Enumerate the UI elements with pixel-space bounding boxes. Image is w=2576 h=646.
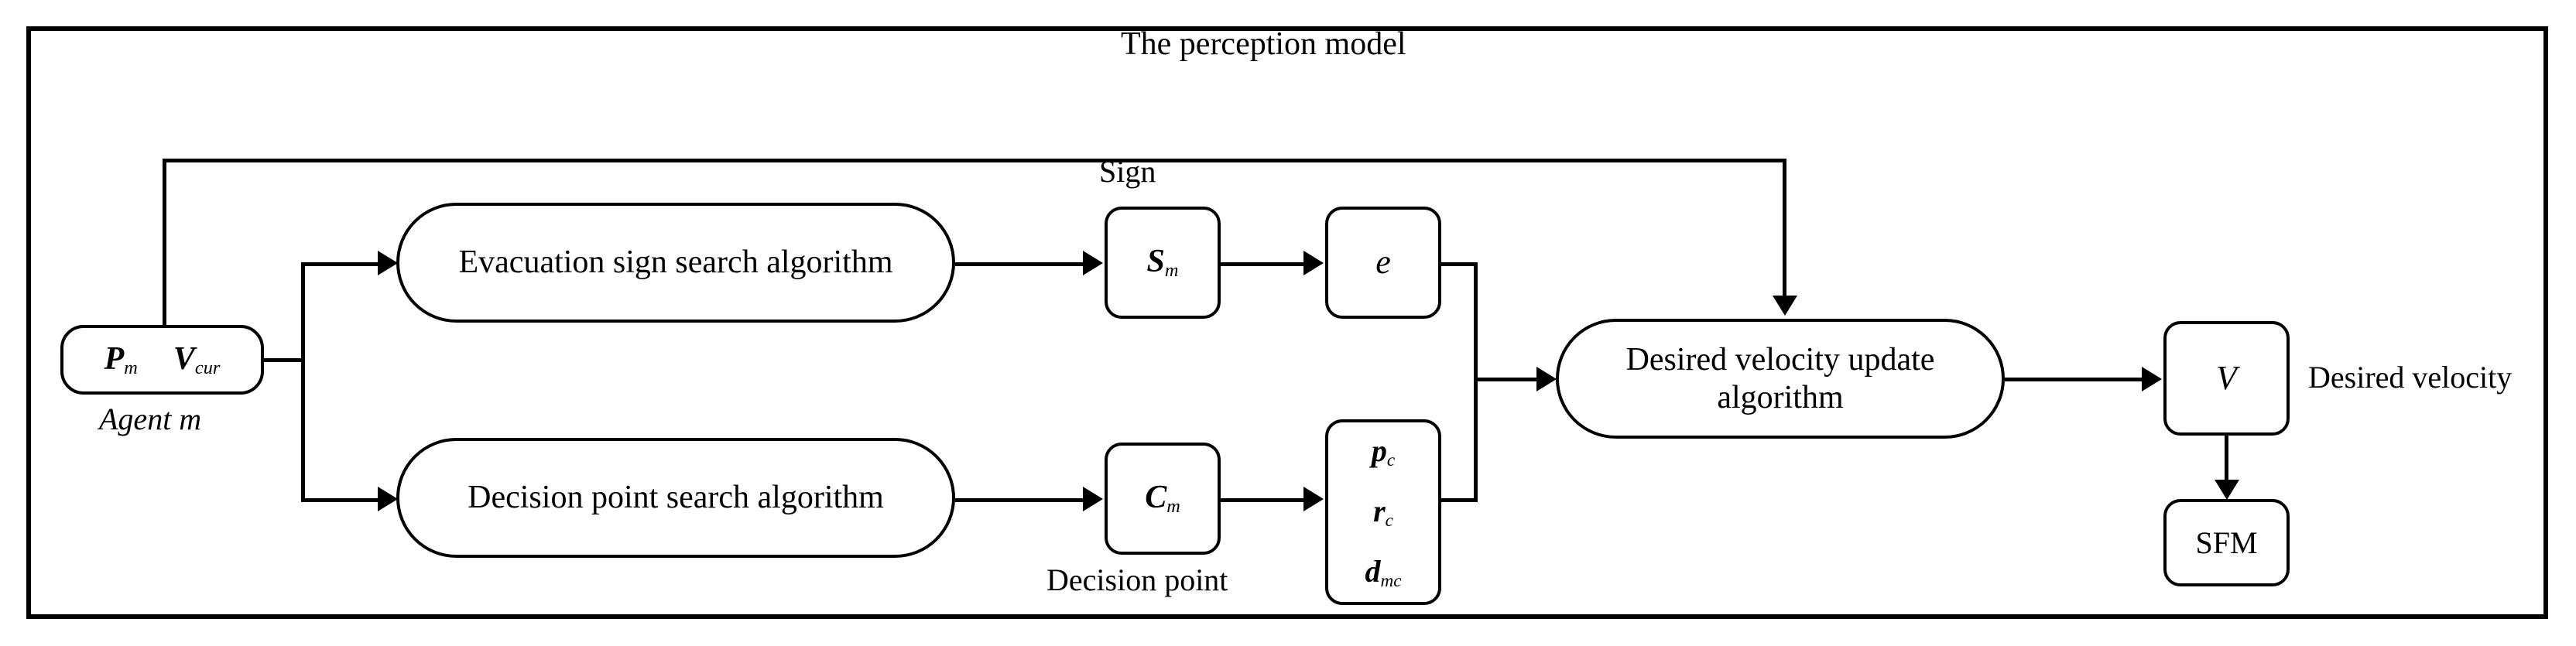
agent-branch-to-sign-search: [301, 262, 380, 266]
sign-caption: Sign: [1099, 154, 1156, 189]
desired-velocity-caption: Desired velocity: [2308, 360, 2513, 395]
agent-position-label: Pm: [104, 340, 138, 379]
decision-point-caption: Decision point: [1046, 562, 1228, 597]
feedback-vertical-right: [1783, 159, 1786, 298]
edge-decisionsearch-to-cm: [955, 498, 1085, 502]
agent-branch-stub: [264, 358, 303, 362]
desired-velocity-output-label: V: [2216, 358, 2237, 397]
sm-arrowhead-icon: [1083, 251, 1103, 275]
e-arrowhead-icon: [1303, 251, 1324, 275]
attr-position-label: pc: [1371, 433, 1396, 470]
merge-stub-from-e: [1441, 262, 1477, 266]
diagram-title: The perception model: [1121, 26, 1406, 62]
node-decision-point-search-algorithm[interactable]: Decision point search algorithm: [396, 438, 955, 558]
sfm-label: SFM: [2195, 525, 2258, 560]
feedback-arrowhead-icon: [1773, 296, 1797, 316]
attr-distance-label: dmc: [1365, 553, 1402, 591]
decision-point-variable-label: Cm: [1145, 480, 1180, 518]
merge-to-velocity-update: [1474, 378, 1539, 381]
decision-point-search-label: Decision point search algorithm: [468, 480, 884, 516]
attr-radius-label: rc: [1373, 493, 1393, 531]
node-desired-velocity-output[interactable]: V: [2163, 321, 2290, 436]
sign-search-arrowhead-icon: [378, 251, 398, 275]
feedback-horizontal-top: [163, 159, 1786, 162]
node-sfm[interactable]: SFM: [2163, 499, 2290, 586]
sfm-arrowhead-icon: [2215, 480, 2239, 500]
node-exit-variable[interactable]: e: [1325, 207, 1441, 319]
cm-arrowhead-icon: [1083, 487, 1103, 511]
exit-variable-label: e: [1375, 243, 1391, 282]
agent-velocity-label: Vcur: [173, 340, 221, 379]
edge-signsearch-to-sm: [955, 262, 1085, 266]
agent-branch-vertical: [301, 262, 305, 502]
edge-v-to-sfm: [2225, 436, 2228, 484]
agent-branch-to-decision-search: [301, 498, 380, 502]
node-decision-point-variable[interactable]: Cm: [1105, 443, 1221, 555]
merge-vertical: [1474, 262, 1478, 502]
agent-caption: Agent m: [99, 402, 202, 436]
decision-search-arrowhead-icon: [378, 487, 398, 511]
velocity-update-arrowhead-icon: [1536, 367, 1557, 391]
desired-velocity-update-label: Desired velocity update algorithm: [1625, 342, 1935, 415]
sign-variable-label: Sm: [1146, 244, 1179, 282]
evacuation-sign-search-label: Evacuation sign search algorithm: [458, 244, 893, 281]
node-sign-variable[interactable]: Sm: [1105, 207, 1221, 319]
node-agent[interactable]: Pm Vcur: [60, 325, 264, 395]
node-desired-velocity-update-algorithm[interactable]: Desired velocity update algorithm: [1556, 319, 2005, 439]
merge-stub-from-attrs: [1441, 498, 1477, 502]
v-arrowhead-icon: [2142, 367, 2162, 391]
edge-cm-to-attrs: [1221, 498, 1306, 502]
node-decision-point-attributes[interactable]: pc rc dmc: [1325, 419, 1441, 605]
edge-sm-to-e: [1221, 262, 1306, 266]
edge-velocityupdate-to-v: [2005, 378, 2144, 381]
attrs-arrowhead-icon: [1303, 487, 1324, 511]
node-evacuation-sign-search-algorithm[interactable]: Evacuation sign search algorithm: [396, 203, 955, 323]
feedback-vertical-left: [163, 159, 166, 325]
